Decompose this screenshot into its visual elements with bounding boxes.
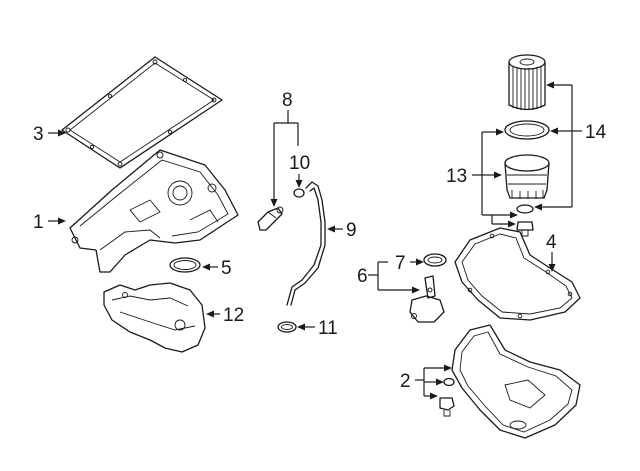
housing-seal: [516, 204, 534, 214]
filter-o-ring: [504, 120, 550, 140]
dipstick-tube-9: [286, 181, 326, 306]
callout-12: 12: [223, 305, 244, 326]
drain-washer: [443, 377, 455, 387]
oil-pump-12: [103, 282, 206, 353]
callout-7: 7: [395, 253, 406, 274]
oil-filter-element-14: [508, 54, 546, 111]
oil-pan-gasket: [61, 56, 223, 169]
lower-oil-pan-4: [454, 227, 581, 321]
seal-10: [293, 188, 305, 198]
callout-1: 1: [33, 212, 44, 233]
callout-11: 11: [318, 318, 338, 339]
callout-14: 14: [585, 122, 607, 143]
o-ring-7: [423, 253, 447, 267]
o-ring-5: [169, 257, 201, 273]
callout-3: 3: [33, 124, 44, 145]
callout-2: 2: [400, 371, 411, 392]
upper-oil-pan: [69, 149, 239, 273]
lower-oil-pan-2: [451, 324, 581, 439]
callout-8: 8: [282, 90, 293, 111]
callout-6: 6: [357, 266, 368, 287]
callout-9: 9: [346, 220, 357, 241]
leader-lines: [48, 81, 582, 400]
oil-filter-housing-13: [504, 154, 550, 199]
callout-labels: 3 1 5 12 8 10 9 11 7 6 4 2 13 14: [33, 90, 607, 392]
callout-5: 5: [221, 258, 232, 279]
callout-13: 13: [446, 166, 467, 187]
oil-level-sensor-6: [409, 275, 445, 323]
callout-10: 10: [289, 153, 310, 174]
housing-drain-plug: [516, 221, 534, 237]
callout-4: 4: [546, 232, 557, 253]
dipstick-tube-fitting: [257, 206, 284, 231]
o-ring-11: [277, 321, 297, 333]
drain-plug: [439, 397, 455, 417]
